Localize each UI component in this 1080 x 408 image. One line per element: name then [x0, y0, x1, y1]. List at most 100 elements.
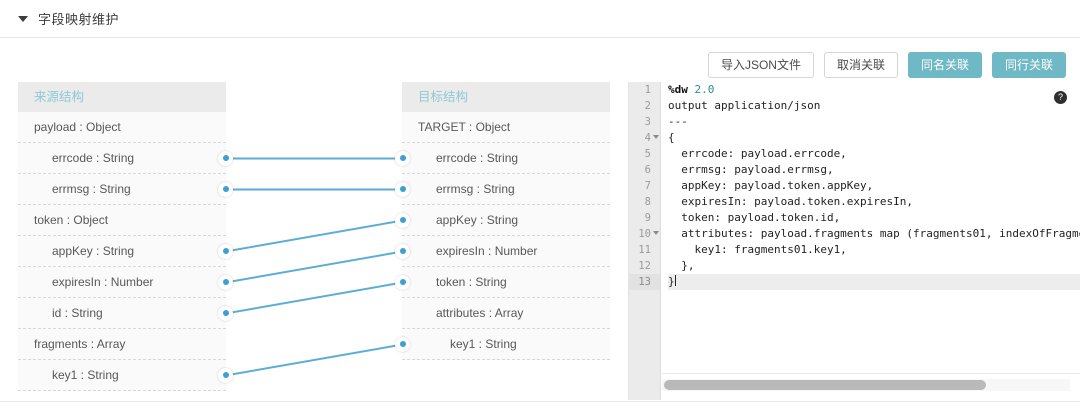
line-number: 13: [629, 274, 660, 290]
text-cursor: [675, 275, 676, 286]
same-name-mapping-button[interactable]: 同名关联: [908, 52, 982, 78]
tree-row[interactable]: TARGET : Object: [402, 112, 610, 143]
mapping-line[interactable]: [226, 345, 403, 376]
connector-dot[interactable]: [218, 306, 233, 321]
tree-row[interactable]: errmsg : String: [18, 174, 226, 205]
tree-row-label: id : String: [52, 306, 103, 320]
horizontal-scrollbar-thumb[interactable]: [664, 380, 986, 390]
dataweave-code-editor[interactable]: 12345678910111213 %dw 2.0output applicat…: [628, 82, 1080, 400]
tree-row[interactable]: id : String: [18, 298, 226, 329]
footer-divider: [0, 401, 1080, 402]
code-fold-icon[interactable]: [653, 231, 659, 235]
tree-row[interactable]: errcode : String: [18, 143, 226, 174]
tree-row[interactable]: expiresIn : Number: [402, 236, 610, 267]
line-number: 11: [629, 242, 660, 258]
tree-row-label: errmsg : String: [436, 182, 515, 196]
import-json-button[interactable]: 导入JSON文件: [708, 52, 814, 78]
line-number: 1: [629, 82, 660, 98]
connector-dot[interactable]: [218, 368, 233, 383]
tree-row[interactable]: appKey : String: [18, 236, 226, 267]
connector-dot[interactable]: [395, 213, 410, 228]
tree-row-label: expiresIn : Number: [436, 244, 537, 258]
line-number: 8: [629, 194, 660, 210]
tree-row-label: key1 : String: [52, 368, 119, 382]
line-number: 7: [629, 178, 660, 194]
tree-row-label: appKey : String: [436, 213, 518, 227]
tree-row-label: token : String: [436, 275, 507, 289]
code-line[interactable]: errcode: payload.errcode,: [668, 146, 1080, 162]
connector-dot[interactable]: [218, 244, 233, 259]
connector-dot[interactable]: [395, 151, 410, 166]
tree-row-label: TARGET : Object: [418, 120, 510, 134]
tree-row[interactable]: errcode : String: [402, 143, 610, 174]
page-title: 字段映射维护: [38, 9, 119, 28]
horizontal-scrollbar-track[interactable]: [662, 379, 1070, 391]
code-line[interactable]: output application/json: [668, 98, 1080, 114]
editor-divider: [662, 373, 1080, 374]
code-line[interactable]: },: [668, 258, 1080, 274]
tree-row-label: errcode : String: [52, 151, 134, 165]
toolbar: 导入JSON文件 取消关联 同名关联 同行关联: [708, 52, 1066, 78]
connector-dot[interactable]: [218, 182, 233, 197]
tree-row-label: errmsg : String: [52, 182, 131, 196]
connector-dot[interactable]: [395, 275, 410, 290]
code-line[interactable]: ---: [668, 114, 1080, 130]
tree-row[interactable]: key1 : String: [18, 360, 226, 391]
tree-row[interactable]: attributes : Array: [402, 298, 610, 329]
tree-row-label: expiresIn : Number: [52, 275, 153, 289]
code-line[interactable]: appKey: payload.token.appKey,: [668, 178, 1080, 194]
caret-down-icon[interactable]: [18, 16, 28, 22]
line-number: 4: [629, 130, 660, 146]
code-line[interactable]: {: [668, 130, 1080, 146]
line-number: 9: [629, 210, 660, 226]
tree-row[interactable]: payload : Object: [18, 112, 226, 143]
code-line[interactable]: attributes: payload.fragments map (fragm…: [668, 226, 1080, 242]
same-row-mapping-button[interactable]: 同行关联: [992, 52, 1066, 78]
code-line[interactable]: }: [668, 274, 1080, 290]
code-content[interactable]: %dw 2.0output application/json---{ errco…: [662, 82, 1080, 400]
connector-dot[interactable]: [395, 337, 410, 352]
tree-row[interactable]: errmsg : String: [402, 174, 610, 205]
page-header: 字段映射维护: [0, 0, 1080, 38]
tree-row-label: fragments : Array: [34, 337, 125, 351]
connector-dot[interactable]: [218, 151, 233, 166]
tree-row-label: key1 : String: [450, 337, 517, 351]
line-number: 6: [629, 162, 660, 178]
code-token-number: 2.0: [695, 83, 715, 96]
tree-row-label: attributes : Array: [436, 306, 523, 320]
mapping-line[interactable]: [226, 221, 403, 252]
source-panel-header: 来源结构: [18, 82, 226, 112]
line-number: 2: [629, 98, 660, 114]
code-line[interactable]: %dw 2.0: [668, 82, 1080, 98]
tree-row[interactable]: expiresIn : Number: [18, 267, 226, 298]
mapping-line[interactable]: [226, 252, 403, 283]
field-mapping-area: 来源结构 payload : Object errcode : String err…: [0, 82, 628, 400]
source-structure-panel: 来源结构 payload : Object errcode : String err…: [18, 82, 226, 391]
tree-row-label: appKey : String: [52, 244, 134, 258]
target-structure-panel: 目标结构 TARGET : Object errcode : String errm…: [402, 82, 610, 360]
code-line[interactable]: key1: fragments01.key1,: [668, 242, 1080, 258]
line-number: 3: [629, 114, 660, 130]
line-number: 10: [629, 226, 660, 242]
code-line[interactable]: expiresIn: payload.token.expiresIn,: [668, 194, 1080, 210]
tree-row-label: token : Object: [34, 213, 108, 227]
tree-row[interactable]: key1 : String: [402, 329, 610, 360]
line-number: 12: [629, 258, 660, 274]
tree-row[interactable]: appKey : String: [402, 205, 610, 236]
cancel-mapping-button[interactable]: 取消关联: [824, 52, 898, 78]
target-panel-header: 目标结构: [402, 82, 610, 112]
mapping-line[interactable]: [226, 283, 403, 314]
tree-row[interactable]: token : String: [402, 267, 610, 298]
tree-row-label: errcode : String: [436, 151, 518, 165]
connector-dot[interactable]: [218, 275, 233, 290]
connector-dot[interactable]: [395, 244, 410, 259]
line-number-gutter: 12345678910111213: [629, 82, 661, 400]
connector-dot[interactable]: [395, 182, 410, 197]
code-fold-icon[interactable]: [653, 135, 659, 139]
tree-row[interactable]: token : Object: [18, 205, 226, 236]
help-question-icon[interactable]: ?: [1054, 91, 1067, 104]
code-line[interactable]: errmsg: payload.errmsg,: [668, 162, 1080, 178]
tree-row-label: payload : Object: [34, 120, 121, 134]
code-line[interactable]: token: payload.token.id,: [668, 210, 1080, 226]
tree-row[interactable]: fragments : Array: [18, 329, 226, 360]
